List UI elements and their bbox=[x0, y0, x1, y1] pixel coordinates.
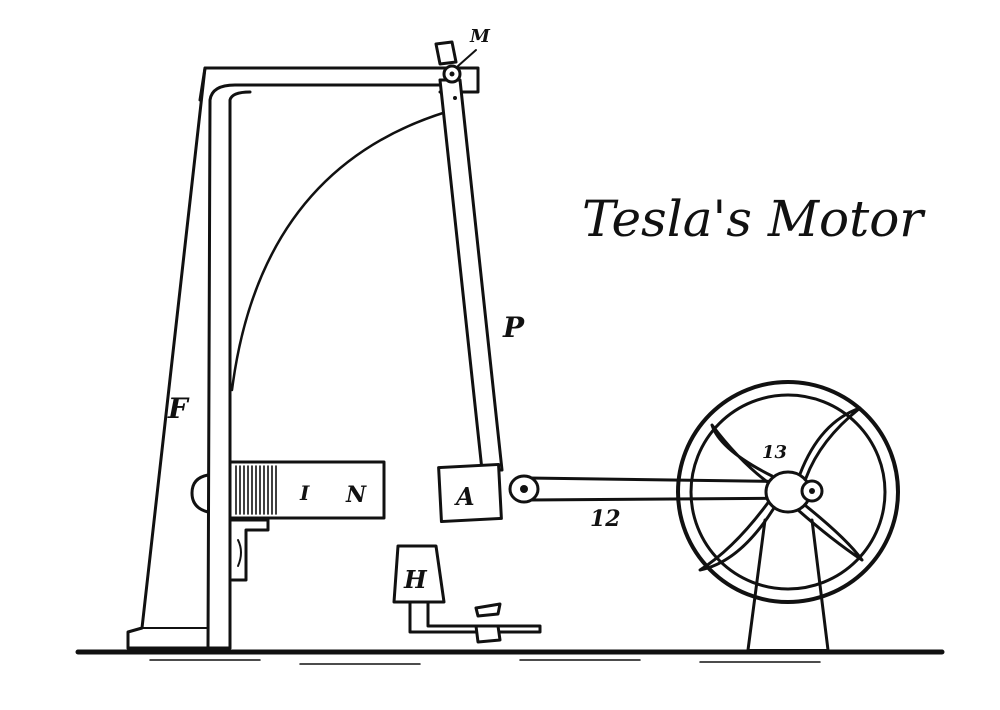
frame-f bbox=[126, 66, 480, 650]
label-13: 13 bbox=[762, 442, 787, 463]
pendulum-p bbox=[434, 40, 504, 472]
label-h: H bbox=[403, 565, 428, 594]
magnet-n bbox=[228, 460, 386, 520]
label-p: P bbox=[502, 311, 525, 344]
label-m: M bbox=[469, 26, 491, 47]
flywheel bbox=[676, 380, 900, 652]
label-12: 12 bbox=[590, 506, 621, 532]
label-n: N bbox=[345, 482, 367, 508]
spring-wire bbox=[230, 110, 448, 392]
diagram-title: Tesla's Motor bbox=[582, 190, 926, 248]
label-magnet-mark: I bbox=[299, 481, 310, 505]
armature-a bbox=[437, 462, 503, 524]
label-f: F bbox=[167, 392, 190, 425]
label-a: A bbox=[454, 482, 475, 511]
burner-h bbox=[392, 544, 542, 644]
ground bbox=[75, 649, 945, 665]
